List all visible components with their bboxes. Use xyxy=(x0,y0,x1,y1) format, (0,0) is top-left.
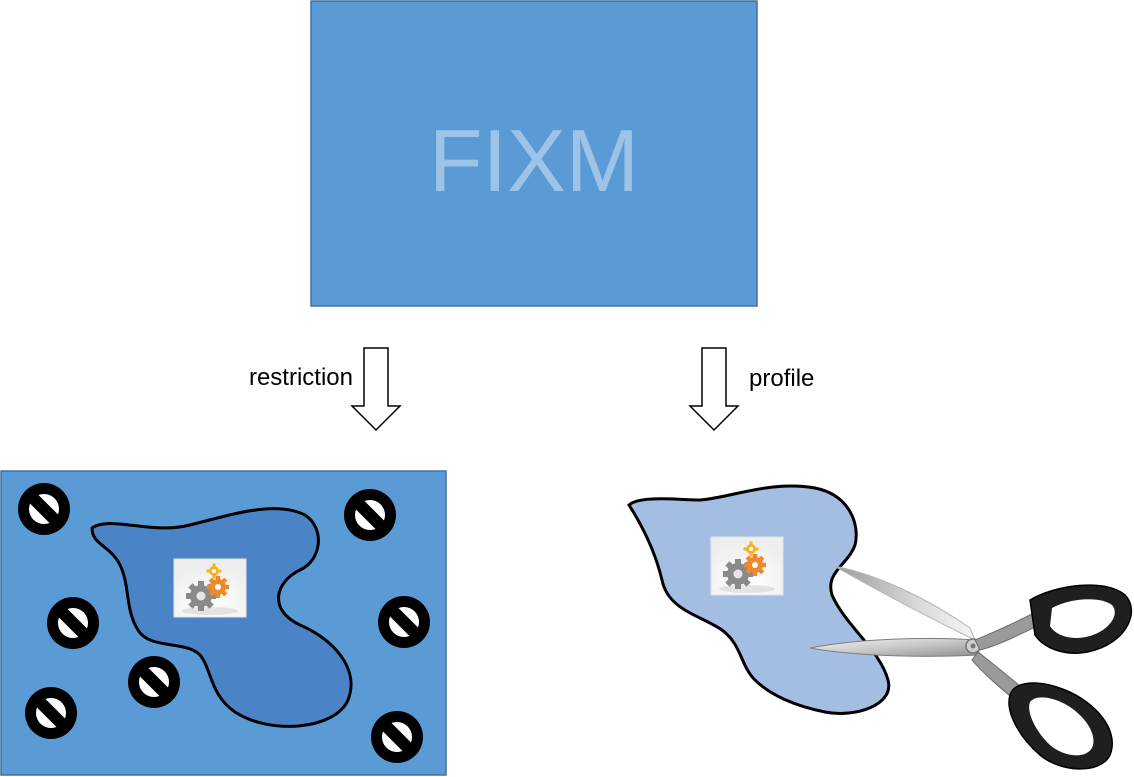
fixm-box-label: FIXM xyxy=(429,111,639,210)
no-entry-icon xyxy=(371,711,423,763)
no-entry-icon xyxy=(18,483,70,535)
profile-panel xyxy=(627,484,1133,770)
restriction-arrow: restriction xyxy=(249,347,401,431)
no-entry-icon xyxy=(344,489,396,541)
scissors-icon xyxy=(809,565,1133,770)
down-arrow-icon xyxy=(351,347,401,431)
restriction-label: restriction xyxy=(249,364,353,391)
restriction-panel xyxy=(0,470,447,776)
no-entry-icon xyxy=(25,687,77,739)
no-entry-icon xyxy=(378,596,430,648)
no-entry-icon xyxy=(47,597,99,649)
down-arrow-icon xyxy=(689,347,739,431)
gears-icon xyxy=(173,558,247,618)
restricted-subset-shape xyxy=(90,507,353,728)
no-entry-icon xyxy=(128,656,180,708)
profile-arrow: profile xyxy=(689,347,814,431)
gears-icon xyxy=(710,536,784,596)
fixm-box: FIXM xyxy=(310,0,758,307)
profile-subset-shape xyxy=(627,484,891,715)
profile-label: profile xyxy=(749,365,814,392)
